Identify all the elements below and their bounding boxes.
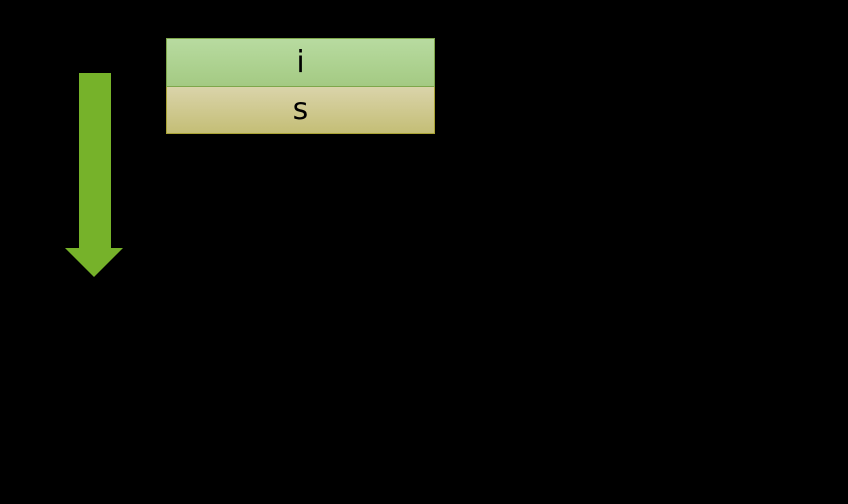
down-arrow-shape — [65, 73, 123, 277]
down-arrow-icon — [65, 73, 123, 277]
layer-label-i: i — [296, 44, 305, 80]
layer-box-s: s — [166, 87, 435, 134]
layer-box-i: i — [166, 38, 435, 87]
layer-label-s: s — [292, 92, 309, 127]
layer-stack: i s — [166, 38, 435, 134]
